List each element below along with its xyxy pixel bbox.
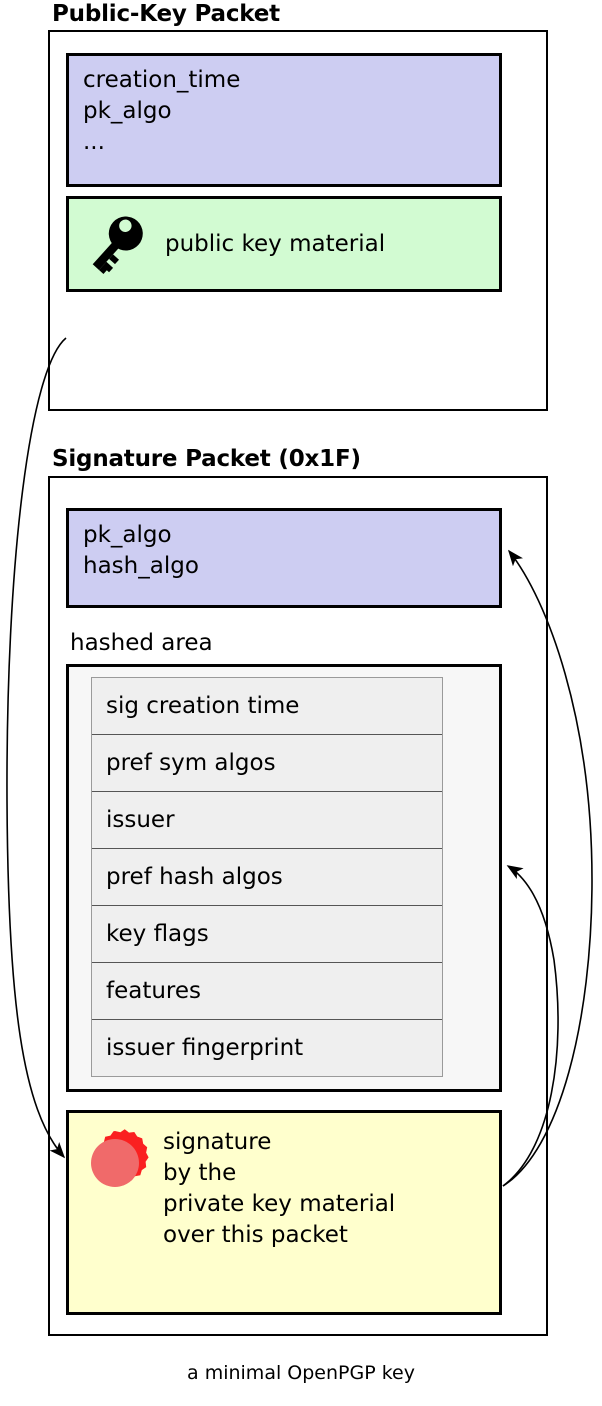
hashed-item-issuer-fingerprint: issuer fingerprint <box>92 1020 442 1077</box>
public-key-header-box: creation_time pk_algo ... <box>66 53 502 187</box>
public-key-field-creation-time: creation_time <box>83 67 241 93</box>
hashed-area-item-list: sig creation time pref sym algos issuer … <box>91 677 443 1077</box>
signature-line-3: private key material <box>163 1191 396 1217</box>
signature-field-hash-algo: hash_algo <box>83 553 199 579</box>
hashed-item-features: features <box>92 963 442 1020</box>
hashed-item-pref-sym-algos: pref sym algos <box>92 735 442 792</box>
hashed-item-key-flags: key flags <box>92 906 442 963</box>
public-key-field-pk-algo: pk_algo <box>83 98 172 124</box>
hashed-area-label: hashed area <box>70 630 213 656</box>
hashed-item-sig-creation-time: sig creation time <box>92 678 442 735</box>
public-key-material-box: public key material <box>66 196 502 292</box>
signature-line-4: over this packet <box>163 1222 348 1248</box>
diagram-caption: a minimal OpenPGP key <box>187 1362 415 1384</box>
signature-header-box: pk_algo hash_algo <box>66 508 502 608</box>
signature-field-pk-algo: pk_algo <box>83 522 172 548</box>
signature-packet-title: Signature Packet (0x1F) <box>52 446 361 472</box>
public-key-packet-title: Public-Key Packet <box>52 1 280 27</box>
signature-line-2: by the <box>163 1160 237 1186</box>
signature-block-text: signature by the private key material ov… <box>163 1127 395 1251</box>
public-key-field-ellipsis: ... <box>83 129 105 155</box>
public-key-material-label: public key material <box>165 230 386 257</box>
hashed-item-pref-hash-algos: pref hash algos <box>92 849 442 906</box>
wax-seal-icon <box>79 1127 151 1199</box>
hashed-item-issuer: issuer <box>92 792 442 849</box>
key-icon <box>79 208 151 280</box>
signature-block-box: signature by the private key material ov… <box>66 1110 502 1315</box>
signature-line-1: signature <box>163 1129 272 1155</box>
hashed-area-box: sig creation time pref sym algos issuer … <box>66 664 502 1092</box>
